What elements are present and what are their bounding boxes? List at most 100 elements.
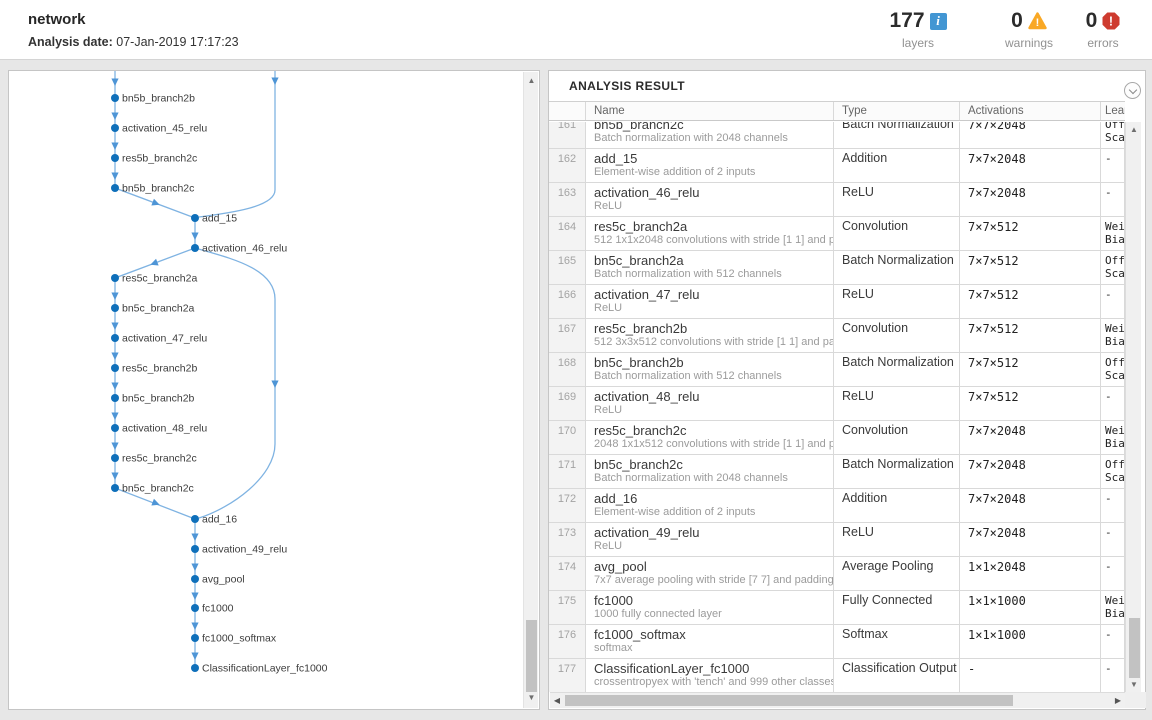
- warning-icon[interactable]: !: [1028, 12, 1047, 30]
- layer-name: res5c_branch2a: [594, 219, 688, 234]
- graph-node-activation_46_relu[interactable]: [191, 244, 199, 252]
- graph-edge: [194, 247, 276, 519]
- analysis-result-titlebar: ANALYSIS RESULT: [549, 71, 1145, 101]
- layer-name-cell: avg_pool 7x7 average pooling with stride…: [586, 557, 834, 590]
- table-row[interactable]: 165 bn5c_branch2a Batch normalization wi…: [549, 251, 1125, 285]
- table-row[interactable]: 161 bn5b_branch2c Batch normalization wi…: [549, 122, 1125, 149]
- diagram-scrollbar-thumb[interactable]: [526, 620, 537, 692]
- column-header-name[interactable]: Name: [586, 102, 834, 120]
- table-horizontal-scrollbar[interactable]: ◀ ▶: [550, 692, 1125, 708]
- table-row[interactable]: 169 activation_48_relu ReLU ReLU 7×7×512…: [549, 387, 1125, 421]
- layer-activations-cell: 7×7×2048: [960, 455, 1101, 488]
- table-row[interactable]: 171 bn5c_branch2c Batch normalization wi…: [549, 455, 1125, 489]
- layer-learnables-cell: -: [1101, 387, 1125, 420]
- graph-node-bn5c_branch2b[interactable]: [111, 394, 119, 402]
- table-row[interactable]: 162 add_15 Element-wise addition of 2 in…: [549, 149, 1125, 183]
- layer-type-cell: Softmax: [834, 625, 960, 658]
- row-number-cell: 173: [549, 523, 586, 556]
- layer-name-cell: add_16 Element-wise addition of 2 inputs: [586, 489, 834, 522]
- table-row[interactable]: 164 res5c_branch2a 512 1x1x2048 convolut…: [549, 217, 1125, 251]
- graph-node-label: activation_49_relu: [202, 544, 287, 556]
- graph-node-bn5c_branch2a[interactable]: [111, 304, 119, 312]
- graph-edge-arrow-icon: [111, 292, 119, 300]
- layer-learnables-cell: -: [1101, 183, 1125, 216]
- column-header-learnables[interactable]: Lear: [1105, 105, 1125, 117]
- layer-name: res5c_branch2c: [594, 423, 687, 438]
- scroll-right-icon[interactable]: ▶: [1114, 696, 1122, 705]
- error-icon[interactable]: !: [1102, 12, 1120, 30]
- layer-type-cell: ReLU: [834, 285, 960, 318]
- graph-node-ClassificationLayer_fc1000[interactable]: [191, 664, 199, 672]
- graph-node-activation_48_relu[interactable]: [111, 424, 119, 432]
- table-row[interactable]: 170 res5c_branch2c 2048 1x1x512 convolut…: [549, 421, 1125, 455]
- graph-node-add_16[interactable]: [191, 515, 199, 523]
- graph-edge-arrow-icon: [271, 380, 279, 388]
- table-row[interactable]: 176 fc1000_softmax softmax Softmax 1×1×1…: [549, 625, 1125, 659]
- layer-activations-cell: 7×7×2048: [960, 523, 1101, 556]
- graph-node-bn5b_branch2c[interactable]: [111, 184, 119, 192]
- graph-node-activation_49_relu[interactable]: [191, 545, 199, 553]
- table-row[interactable]: 174 avg_pool 7x7 average pooling with st…: [549, 557, 1125, 591]
- layer-name-cell: res5c_branch2a 512 1x1x2048 convolutions…: [586, 217, 834, 250]
- row-number-cell: 172: [549, 489, 586, 522]
- layer-description: ReLU: [594, 200, 623, 212]
- graph-edge-arrow-icon: [150, 258, 159, 266]
- layer-description: Element-wise addition of 2 inputs: [594, 166, 756, 178]
- graph-edge-arrow-icon: [191, 592, 199, 600]
- table-scrollbar-thumb[interactable]: [1128, 618, 1140, 678]
- graph-node-add_15[interactable]: [191, 214, 199, 222]
- layer-type-cell: Classification Output: [834, 659, 960, 692]
- collapse-panel-button[interactable]: [1124, 82, 1141, 99]
- table-row[interactable]: 172 add_16 Element-wise addition of 2 in…: [549, 489, 1125, 523]
- column-header-activations[interactable]: Activations: [960, 102, 1101, 120]
- column-header-type[interactable]: Type: [834, 102, 960, 120]
- scroll-up-icon[interactable]: ▲: [1130, 125, 1138, 134]
- layer-type-cell: Convolution: [834, 217, 960, 250]
- svg-text:!: !: [1109, 15, 1113, 29]
- table-row[interactable]: 168 bn5c_branch2b Batch normalization wi…: [549, 353, 1125, 387]
- layer-activations-cell: 1×1×2048: [960, 557, 1101, 590]
- scroll-up-icon[interactable]: ▲: [527, 76, 536, 85]
- analysis-date-label: Analysis date:: [28, 35, 113, 49]
- graph-node-activation_47_relu[interactable]: [111, 334, 119, 342]
- diagram-vertical-scrollbar[interactable]: ▲ ▼: [523, 72, 538, 708]
- info-icon[interactable]: i: [929, 12, 947, 30]
- graph-node-activation_45_relu[interactable]: [111, 124, 119, 132]
- table-vertical-scrollbar[interactable]: ▲ ▼: [1125, 122, 1141, 692]
- scroll-left-icon[interactable]: ◀: [553, 696, 561, 705]
- graph-node-res5c_branch2b[interactable]: [111, 364, 119, 372]
- table-row[interactable]: 177 ClassificationLayer_fc1000 crossentr…: [549, 659, 1125, 692]
- layer-description: 1000 fully connected layer: [594, 608, 722, 620]
- layer-type-cell: Batch Normalization: [834, 353, 960, 386]
- graph-node-res5c_branch2a[interactable]: [111, 274, 119, 282]
- scroll-down-icon[interactable]: ▼: [527, 693, 536, 702]
- table-row[interactable]: 175 fc1000 1000 fully connected layer Fu…: [549, 591, 1125, 625]
- table-row[interactable]: 163 activation_46_relu ReLU ReLU 7×7×204…: [549, 183, 1125, 217]
- graph-node-label: res5c_branch2b: [122, 363, 197, 375]
- scroll-down-icon[interactable]: ▼: [1130, 680, 1138, 689]
- graph-edge: [198, 71, 276, 218]
- graph-node-fc1000_softmax[interactable]: [191, 634, 199, 642]
- graph-node-bn5b_branch2b[interactable]: [111, 94, 119, 102]
- layer-name-cell: bn5c_branch2b Batch normalization with 5…: [586, 353, 834, 386]
- graph-node-res5b_branch2c[interactable]: [111, 154, 119, 162]
- graph-node-bn5c_branch2c[interactable]: [111, 484, 119, 492]
- table-hscrollbar-thumb[interactable]: [565, 695, 1013, 706]
- row-number-cell: 167: [549, 319, 586, 352]
- graph-node-res5c_branch2c[interactable]: [111, 454, 119, 462]
- row-number-cell: 165: [549, 251, 586, 284]
- layer-type-cell: Batch Normalization: [834, 251, 960, 284]
- graph-edge-arrow-icon: [191, 232, 199, 240]
- layer-type-cell: Batch Normalization: [834, 455, 960, 488]
- layer-description: ReLU: [594, 404, 623, 416]
- table-row[interactable]: 166 activation_47_relu ReLU ReLU 7×7×512…: [549, 285, 1125, 319]
- table-row[interactable]: 173 activation_49_relu ReLU ReLU 7×7×204…: [549, 523, 1125, 557]
- graph-node-fc1000[interactable]: [191, 604, 199, 612]
- graph-node-avg_pool[interactable]: [191, 575, 199, 583]
- network-graph-svg[interactable]: bn5b_branch2bactivation_45_relures5b_bra…: [9, 71, 521, 709]
- table-row[interactable]: 167 res5c_branch2b 512 3x3x512 convoluti…: [549, 319, 1125, 353]
- row-number-cell: 161: [549, 122, 586, 148]
